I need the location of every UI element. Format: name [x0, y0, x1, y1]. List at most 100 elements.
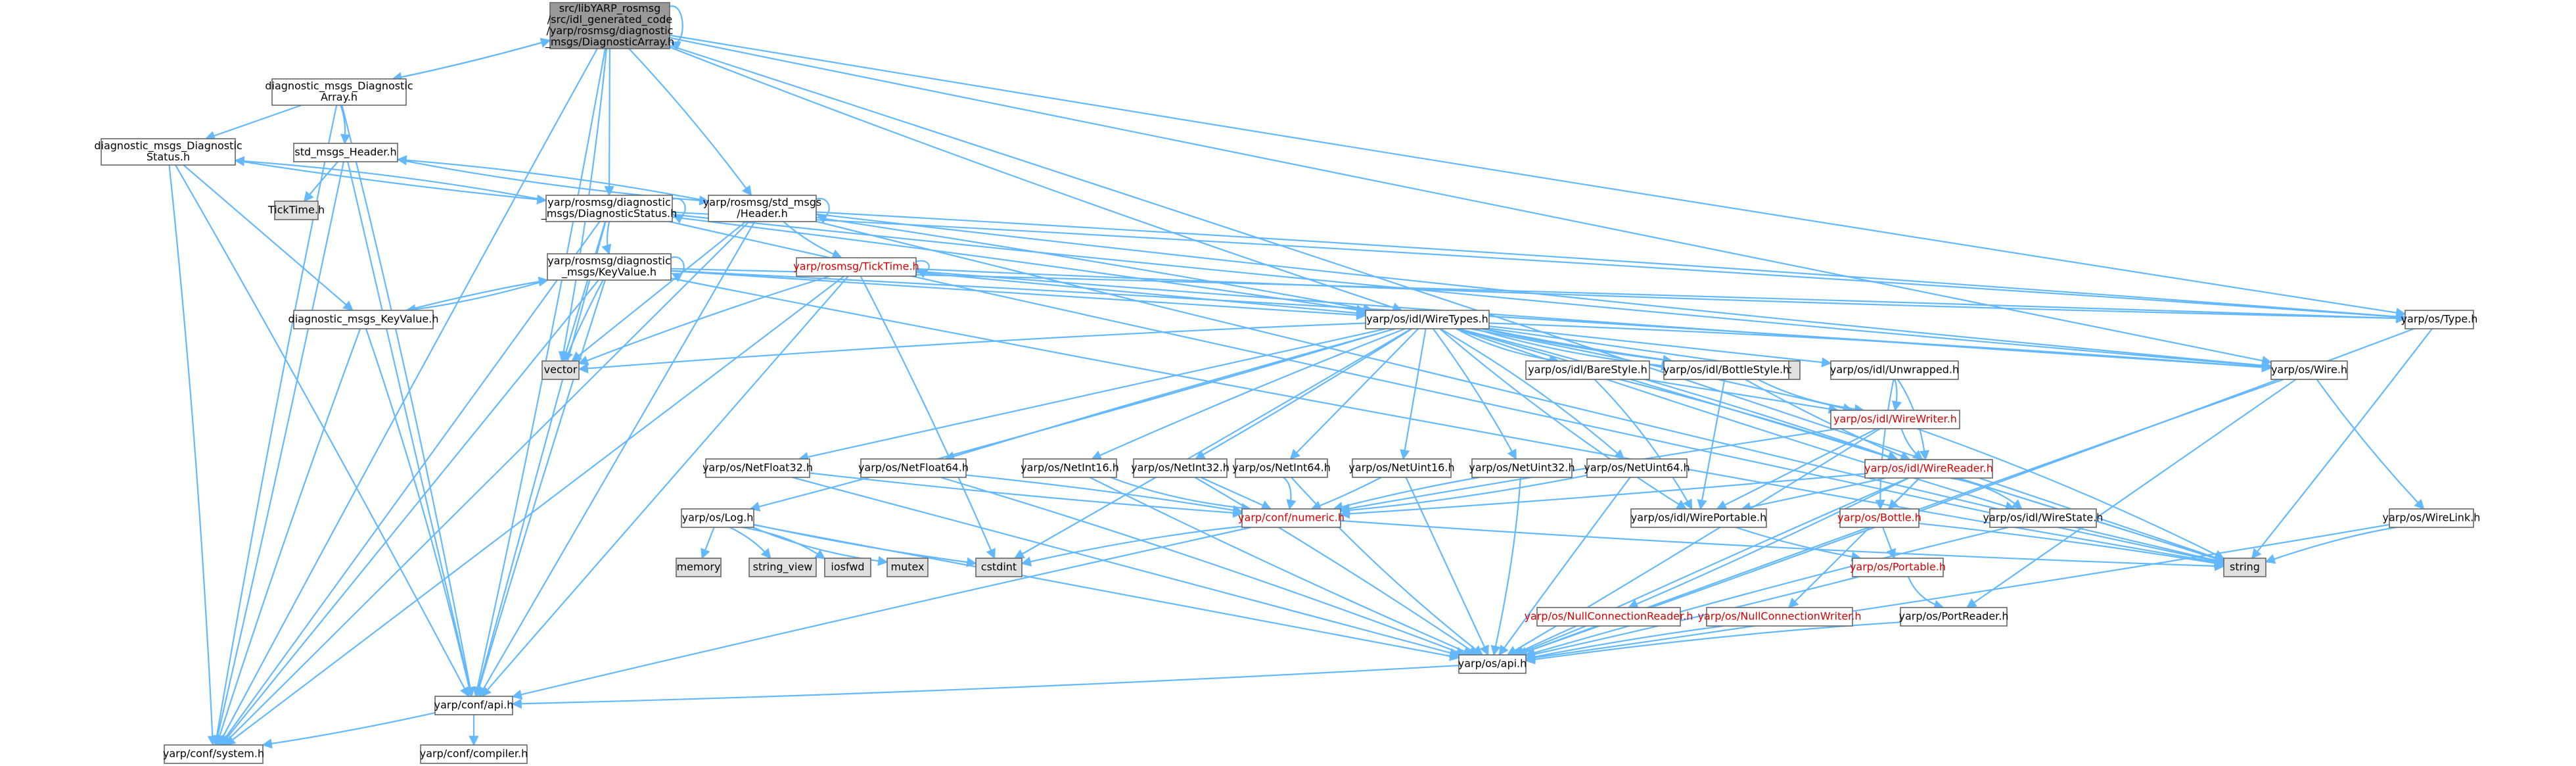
graph-node-confCompiler[interactable]: yarp/conf/compiler.h: [420, 744, 528, 764]
graph-node-nullConnWriter[interactable]: yarp/os/NullConnectionWriter.h: [1697, 607, 1862, 627]
graph-node-netUint16[interactable]: yarp/os/NetUint16.h: [1348, 458, 1455, 478]
graph-node-osApi[interactable]: yarp/os/api.h: [1458, 654, 1527, 674]
edge-dmDiagStatus-to-rosDiagStatus: [235, 159, 547, 204]
graph-node-dmDiagStatus[interactable]: diagnostic_msgs_DiagnosticStatus.h: [94, 138, 242, 166]
graph-node-wireReader[interactable]: yarp/os/idl/WireReader.h: [1864, 459, 1993, 479]
node-box-netUint64: [1586, 458, 1688, 478]
node-label-dmKeyValue-line-0: diagnostic_msgs_KeyValue.h: [288, 313, 439, 326]
node-label-osType-line-0: yarp/os/Type.h: [2401, 313, 2478, 325]
edge-netInt64-to-osApi: [1291, 477, 1484, 656]
graph-node-bottle[interactable]: yarp/os/Bottle.h: [1837, 508, 1921, 528]
node-box-string: [2223, 558, 2266, 577]
node-label-wireTypes-line-0: yarp/os/idl/WireTypes.h: [1366, 313, 1488, 325]
edge-wireReader-to-wireState: [1950, 477, 2023, 510]
edge-osLog-to-iosfwd: [741, 526, 826, 560]
edge-wireReader-to-osApi: [1511, 477, 1909, 656]
edge-osLog-to-osApi: [753, 524, 1460, 661]
edge-confApi-to-confSystem: [262, 711, 436, 749]
edge-wireWriter-to-wireReader: [1900, 428, 1923, 460]
graph-node-bottleStyle[interactable]: yarp/os/idl/BottleStyle.h: [1663, 360, 1789, 380]
graph-node-netUint64[interactable]: yarp/os/NetUint64.h: [1584, 458, 1690, 478]
edge-netInt64-to-numeric: [1283, 477, 1297, 510]
graph-node-nullConnReader[interactable]: yarp/os/NullConnectionReader.h: [1525, 607, 1693, 627]
graph-node-mutex: mutex: [886, 558, 929, 577]
edge-bareStyle-to-wirePortable: [1594, 379, 1693, 510]
edge-rosDiagStatus-to-osType: [672, 211, 2406, 322]
edge-numeric-to-cstdint: [1021, 525, 1243, 567]
node-label-root-line-3: _msgs/DiagnosticArray.h: [545, 36, 674, 49]
edge-rosDiagStatus-to-vector: [561, 221, 607, 362]
edge-wireTypes-to-vector: [578, 322, 1366, 373]
edge-netUint64-to-osApi: [1498, 477, 1631, 656]
node-label-string-line-0: string: [2230, 561, 2260, 573]
graph-node-netFloat64[interactable]: yarp/os/NetFloat64.h: [858, 458, 969, 478]
graph-node-osWire[interactable]: yarp/os/Wire.h: [2270, 360, 2348, 380]
graph-node-portable[interactable]: yarp/os/Portable.h: [1850, 558, 1946, 577]
edge-rosKeyValue-to-string: [670, 277, 2225, 567]
node-label-confCompiler-line-0: yarp/conf/compiler.h: [420, 748, 528, 760]
graph-node-confApi[interactable]: yarp/conf/api.h: [434, 696, 514, 715]
node-box-osLog: [681, 508, 754, 528]
graph-node-netUint32[interactable]: yarp/os/NetUint32.h: [1469, 458, 1575, 478]
graph-node-wireWriter[interactable]: yarp/os/idl/WireWriter.h: [1830, 410, 1960, 429]
graph-node-numeric[interactable]: yarp/conf/numeric.h: [1238, 508, 1345, 528]
node-box-wireWriter: [1830, 410, 1960, 429]
node-label-confSystem-line-0: yarp/conf/system.h: [163, 748, 264, 760]
edge-root-to-wireTypes: [669, 46, 1403, 312]
node-label-osLog-line-0: yarp/os/Log.h: [682, 512, 754, 524]
graph-node-dmDiagArray[interactable]: diagnostic_msgs_DiagnosticArray.h: [265, 78, 413, 106]
node-label-memory-line-0: memory: [677, 561, 721, 573]
node-box-vector: [541, 360, 580, 380]
node-label-bottle-line-0: yarp/os/Bottle.h: [1837, 512, 1921, 524]
graph-node-rosStdHeader[interactable]: yarp/rosmsg/std_msgs/Header.h: [703, 195, 821, 222]
edge-rosStdHeader-to-rosTickTime: [783, 221, 842, 259]
edge-osWire-to-portReader: [1966, 379, 2297, 608]
graph-node-unwrapped[interactable]: yarp/os/idl/Unwrapped.h: [1830, 360, 1959, 380]
node-box-bottle: [1839, 508, 1920, 528]
graph-node-stdHeader[interactable]: std_msgs_Header.h: [293, 143, 398, 162]
edge-dmDiagStatus-to-confApi: [175, 164, 470, 698]
node-label-dmDiagStatus-line-1: Status.h: [147, 151, 190, 163]
node-label-netInt64-line-0: yarp/os/NetInt64.h: [1232, 462, 1331, 474]
graph-node-osLog[interactable]: yarp/os/Log.h: [681, 508, 754, 528]
graph-node-wireState[interactable]: yarp/os/idl/WireState.h: [1983, 508, 2104, 528]
graph-node-confSystem[interactable]: yarp/conf/system.h: [163, 744, 264, 764]
node-label-netUint16-line-0: yarp/os/NetUint16.h: [1348, 462, 1454, 474]
edge-netUint16-to-osApi: [1405, 477, 1489, 656]
graph-node-osType[interactable]: yarp/os/Type.h: [2401, 310, 2478, 329]
graph-node-netInt16[interactable]: yarp/os/NetInt16.h: [1021, 458, 1119, 478]
graph-node-wireTypes[interactable]: yarp/os/idl/WireTypes.h: [1365, 310, 1490, 329]
edge-dmDiagArray-to-root: [392, 37, 551, 80]
node-box-memory: [676, 558, 722, 577]
graph-node-root[interactable]: src/libYARP_rosmsg/src/idl_generated_cod…: [545, 2, 674, 49]
graph-node-wireLink[interactable]: yarp/os/WireLink.h: [2383, 508, 2481, 528]
edge-netUint64-to-numeric: [1339, 474, 1588, 515]
graph-node-rosDiagStatus[interactable]: yarp/rosmsg/diagnostic_msgs/DiagnosticSt…: [541, 195, 678, 222]
graph-node-dmKeyValue[interactable]: diagnostic_msgs_KeyValue.h: [288, 310, 439, 329]
graph-node-netFloat32[interactable]: yarp/os/NetFloat32.h: [702, 458, 813, 478]
node-box-wirePortable: [1630, 508, 1767, 528]
graph-node-stringView: string_view: [748, 558, 817, 577]
graph-node-wirePortable[interactable]: yarp/os/idl/WirePortable.h: [1630, 508, 1767, 528]
graph-node-memory: memory: [676, 558, 722, 577]
graph-node-netInt64[interactable]: yarp/os/NetInt64.h: [1232, 458, 1331, 478]
graph-node-portReader[interactable]: yarp/os/PortReader.h: [1898, 607, 2009, 627]
graph-node-netInt32[interactable]: yarp/os/NetInt32.h: [1131, 458, 1230, 478]
edge-wireReader-to-numeric: [1339, 473, 1866, 519]
node-box-netFloat32: [705, 458, 810, 478]
node-box-osApi: [1458, 654, 1527, 674]
edge-root-to-osType: [669, 34, 2406, 318]
edge-rosDiagStatus-to-confSystem: [219, 221, 601, 746]
graph-node-rosKeyValue[interactable]: yarp/rosmsg/diagnostic_msgs/KeyValue.h: [547, 253, 672, 281]
edge-osLog-to-memory: [701, 527, 715, 560]
edge-wireTypes-to-wireWriter: [1470, 327, 1853, 414]
edge-osLog-to-mutex: [752, 526, 888, 566]
edge-root-to-osWire: [669, 37, 2272, 366]
edge-wireTypes-to-osLog: [749, 327, 1395, 512]
node-label-root-line-0: src/libYARP_rosmsg: [559, 2, 660, 15]
graph-node-bareStyle[interactable]: yarp/os/idl/BareStyle.h: [1525, 360, 1650, 380]
edge-netFloat64-to-numeric: [965, 474, 1243, 515]
graph-node-rosTickTime[interactable]: yarp/rosmsg/TickTime.h: [793, 257, 919, 277]
node-box-dmDiagArray: [271, 78, 407, 106]
